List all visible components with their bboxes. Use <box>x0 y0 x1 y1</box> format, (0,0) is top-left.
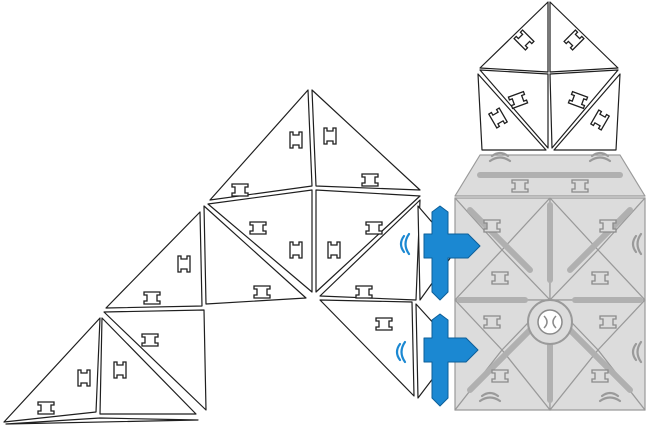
arc-mark-group <box>395 151 643 403</box>
snap-clip-icon <box>513 29 535 51</box>
white-tile <box>203 205 307 305</box>
snap-clip-icon <box>507 90 529 110</box>
white-tile <box>103 309 207 411</box>
snap-clip-icon <box>599 219 617 233</box>
arc-mark-icon <box>395 340 407 364</box>
snap-clip-icon <box>491 271 509 285</box>
snap-clip-icon <box>567 90 589 110</box>
snap-clip-icon <box>141 333 159 347</box>
arc-mark-icon <box>598 391 622 403</box>
arc-mark-icon <box>631 340 643 364</box>
snap-clip-icon <box>571 179 589 193</box>
snap-clip-icon <box>355 285 373 299</box>
white-tile <box>553 73 621 151</box>
snap-clip-icon <box>511 179 529 193</box>
cross-connector-icon <box>423 313 479 407</box>
white-tile <box>479 69 549 149</box>
hub-ring-inner <box>537 309 563 335</box>
grey-tile-grooves <box>457 172 643 403</box>
snap-clip-icon <box>289 241 303 259</box>
cross-connector-icon <box>423 205 481 301</box>
snap-clip-grey-group <box>483 179 617 383</box>
snap-clip-icon <box>591 271 609 285</box>
snap-clip-icon <box>231 183 249 197</box>
white-tile <box>319 299 415 397</box>
white-tile <box>99 317 197 415</box>
white-tile <box>5 417 199 425</box>
blue-connector-group <box>423 205 481 407</box>
snap-clip-icon <box>599 315 617 329</box>
white-tile <box>315 189 421 293</box>
white-tile <box>477 73 547 151</box>
snap-clip-icon <box>249 221 267 235</box>
snap-clip-icon <box>487 107 509 129</box>
arc-mark-icon <box>488 151 512 163</box>
white-tile-group <box>3 1 621 425</box>
snap-clip-icon <box>37 401 55 415</box>
arc-mark-icon <box>399 232 411 256</box>
hub-ring-clip <box>543 315 557 329</box>
white-tile <box>3 317 101 423</box>
snap-clip-icon <box>375 317 393 331</box>
white-tile <box>209 89 313 201</box>
white-tile <box>207 189 313 293</box>
arc-mark-icon <box>478 391 502 403</box>
white-tile <box>105 211 203 309</box>
snap-clip-icon <box>563 29 585 51</box>
snap-clip-icon <box>483 219 501 233</box>
snap-clip-icon <box>323 127 337 145</box>
snap-clip-icon <box>143 291 161 305</box>
snap-clip-icon <box>591 369 609 383</box>
white-tile <box>549 1 619 73</box>
arc-mark-icon <box>631 232 643 256</box>
white-tile <box>479 1 549 73</box>
snap-clip-icon <box>365 221 383 235</box>
white-tile <box>311 89 421 191</box>
snap-clip-icon <box>77 369 91 387</box>
arc-mark-icon <box>588 151 612 163</box>
snap-clip-icon <box>361 173 379 187</box>
snap-clip-icon <box>177 255 191 273</box>
snap-clip-icon <box>113 361 127 379</box>
snap-clip-icon <box>327 241 341 259</box>
snap-clip-icon <box>491 369 509 383</box>
white-tile <box>549 69 619 149</box>
snap-clip-icon <box>253 285 271 299</box>
snap-clip-icon <box>483 315 501 329</box>
snap-clip-icon <box>289 131 303 149</box>
snap-clip-group <box>37 29 611 415</box>
snap-clip-icon <box>589 109 611 131</box>
